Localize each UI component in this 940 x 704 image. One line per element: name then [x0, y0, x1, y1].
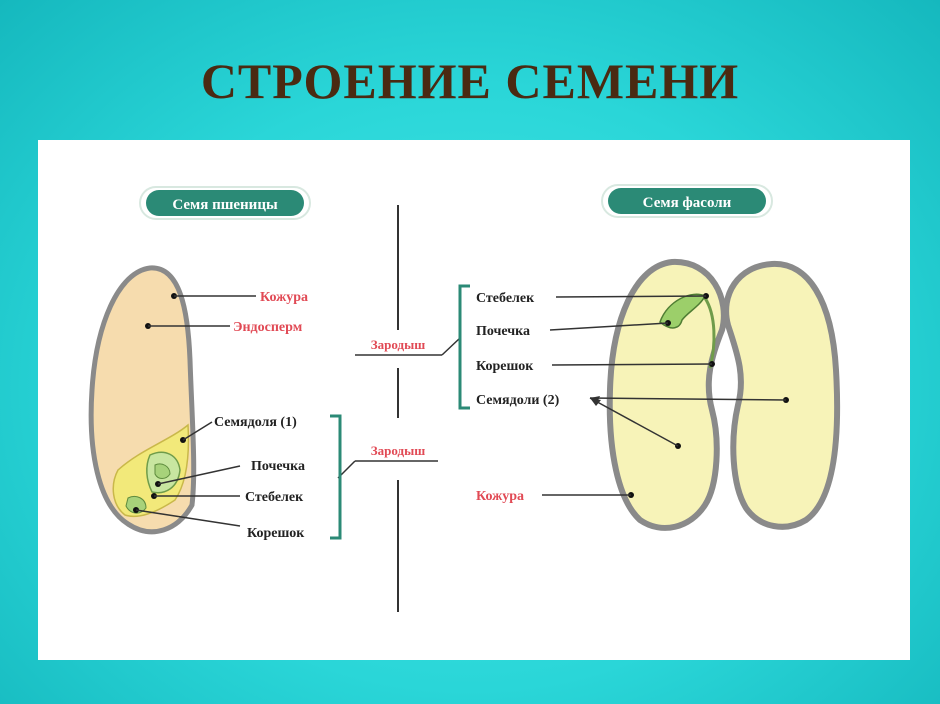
- bean-label-skin: Кожура: [476, 489, 524, 504]
- embryo-label-left: Зародыш: [371, 443, 425, 458]
- embryo-label-bottom: Зародыш: [337, 443, 438, 479]
- bean-embryo-bracket: [458, 284, 470, 410]
- slide-title: СТРОЕНИЕ СЕМЕНИ: [200, 53, 740, 109]
- bean-header: Семя фасоли: [643, 195, 732, 211]
- bean-bud-leaf: [659, 293, 707, 329]
- wheat-label-cotyledon: Семядоля (1): [214, 415, 297, 430]
- embryo-label-right: Зародыш: [371, 337, 425, 352]
- bean-right-cotyledon: [723, 260, 841, 530]
- bean-label-bud: Почечка: [476, 324, 530, 339]
- bean-label-root: Корешок: [476, 359, 534, 374]
- wheat-bud-shape: [154, 463, 171, 479]
- wheat-root-shape: [125, 495, 147, 514]
- bean-header-badge: Семя фасоли: [601, 184, 773, 218]
- bean-label-cotyledons: Семядоли (2): [476, 393, 560, 408]
- wheat-header-badge: Семя пшеницы: [139, 186, 311, 220]
- bean-seed: [542, 258, 841, 531]
- embryo-label-top: Зародыш: [355, 337, 461, 356]
- bean-left-cotyledon: [606, 258, 727, 531]
- wheat-header: Семя пшеницы: [172, 197, 278, 213]
- wheat-label-skin: Кожура: [260, 290, 308, 305]
- wheat-label-bud: Почечка: [251, 459, 305, 474]
- wheat-label-endosperm: Эндосперм: [233, 320, 303, 335]
- bean-label-stem: Стебелек: [476, 291, 535, 306]
- wheat-label-root: Корешок: [247, 526, 305, 541]
- wheat-embryo-bracket: [330, 414, 342, 540]
- wheat-seed: [88, 265, 256, 535]
- wheat-label-stem: Стебелек: [245, 490, 304, 505]
